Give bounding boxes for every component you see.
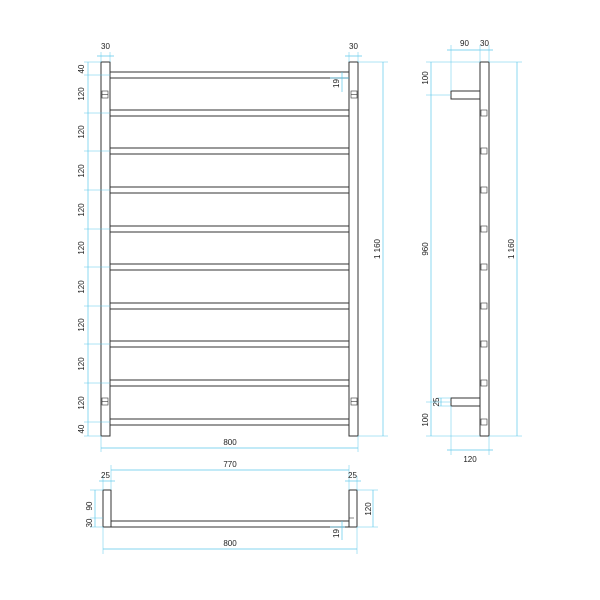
bar	[109, 147, 350, 155]
side-post	[479, 61, 490, 437]
dim-top-bar-thickness: 19	[332, 529, 341, 538]
top-view: 25 25 770 90 30 120 19 800	[85, 460, 378, 554]
dim-bar-thickness: 19	[332, 79, 341, 88]
side-bar-marks	[480, 109, 488, 426]
dim-spacing-120: 120	[77, 280, 86, 294]
dim-spacing-120: 120	[77, 203, 86, 217]
dim-top-bracket-depth: 90	[85, 501, 94, 510]
dim-top-overall-width: 800	[223, 539, 237, 548]
dim-bottom-40: 40	[77, 424, 86, 433]
dim-overall-width: 800	[223, 438, 237, 447]
dim-top-overall-depth: 120	[364, 502, 373, 516]
side-view: 90 30 100 960 25 100 1 160 120	[421, 39, 522, 464]
dim-spacing-120: 120	[77, 318, 86, 332]
dim-spacing-120: 120	[77, 241, 86, 255]
bar	[109, 71, 350, 79]
dim-spacing-120: 120	[77, 164, 86, 178]
dim-top-post-left: 25	[101, 471, 110, 480]
bar	[109, 109, 350, 117]
front-bars	[109, 71, 350, 426]
right-post	[348, 61, 359, 437]
bar	[109, 263, 350, 271]
dim-spacing-120: 120	[77, 87, 86, 101]
bar	[109, 418, 350, 426]
dim-inner-width: 770	[223, 460, 237, 469]
dim-spacing-120: 120	[77, 357, 86, 371]
top-bracket	[450, 90, 481, 100]
dim-post-depth: 30	[480, 39, 489, 48]
dim-bracket-depth: 90	[460, 39, 469, 48]
dim-top-post-right: 25	[348, 471, 357, 480]
bar	[109, 225, 350, 233]
dim-bottom-offset: 100	[421, 413, 430, 427]
bar	[109, 379, 350, 387]
left-dim-ticks	[84, 61, 110, 437]
dim-post-right: 30	[349, 42, 358, 51]
top-left-post	[102, 489, 112, 528]
top-bar	[110, 520, 350, 528]
front-view: 30 30 19 1 160 800 40 120 120 120 120 12…	[77, 42, 388, 452]
bar	[109, 186, 350, 194]
dim-top-post-depth: 30	[85, 518, 94, 527]
dim-top-40: 40	[77, 64, 86, 73]
dim-side-overall-depth: 120	[463, 455, 477, 464]
mounting-bracket-marks	[101, 90, 358, 406]
dim-spacing-120: 120	[77, 396, 86, 410]
dim-side-overall-height: 1 160	[507, 238, 516, 259]
dim-spacing-120: 120	[77, 125, 86, 139]
dim-overall-height: 1 160	[373, 238, 382, 259]
bar	[109, 302, 350, 310]
bar	[109, 340, 350, 348]
dim-post-left: 30	[101, 42, 110, 51]
dim-bracket-spacing: 960	[421, 242, 430, 256]
dim-bracket-height: 25	[432, 397, 441, 406]
bottom-bracket	[450, 397, 481, 407]
dim-top-offset: 100	[421, 71, 430, 85]
top-right-post	[348, 489, 358, 528]
left-post	[100, 61, 111, 437]
